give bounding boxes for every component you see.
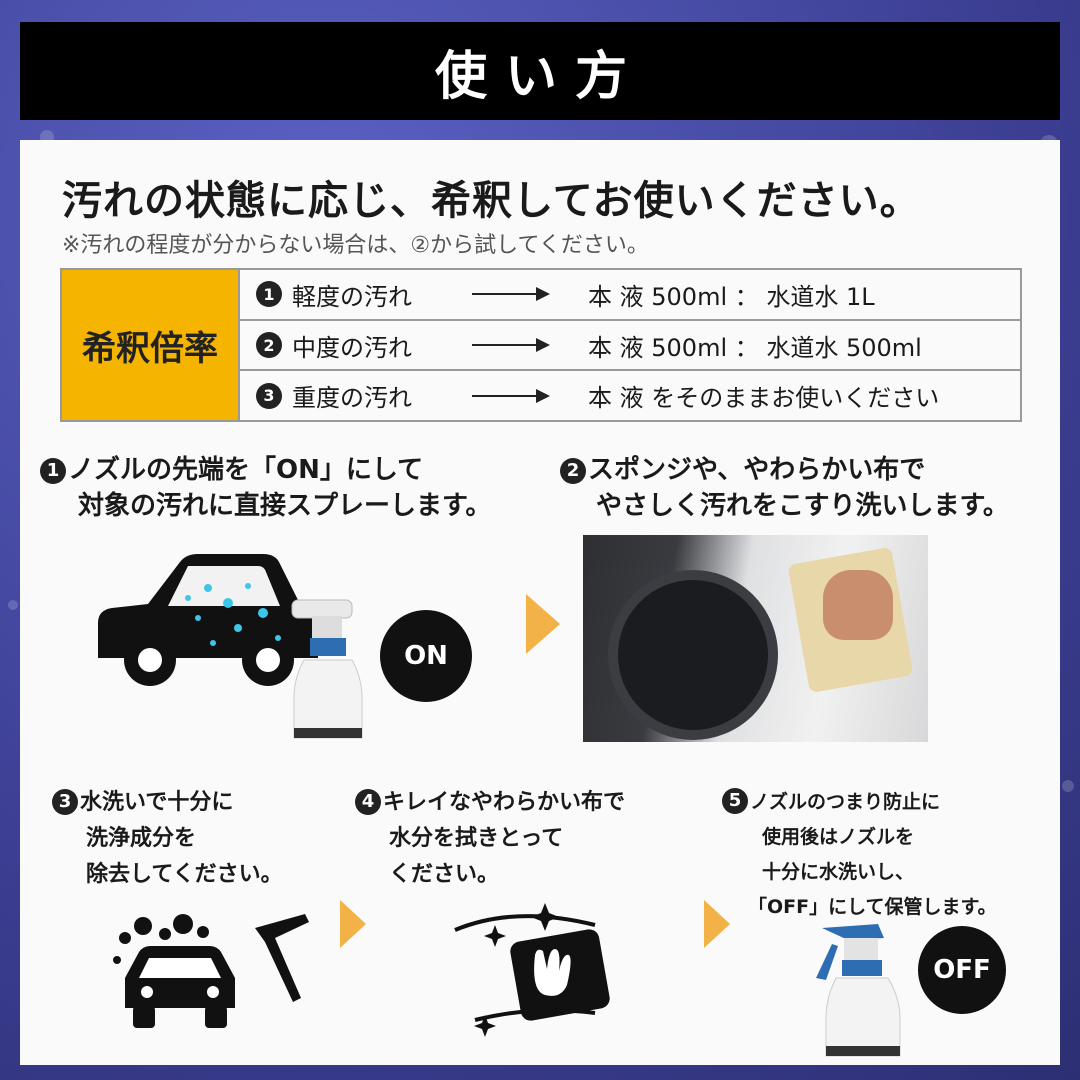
- car-spray-icon: [98, 554, 318, 686]
- arrow-right-icon: [472, 388, 550, 403]
- step-line: 使用後はノズルを: [762, 826, 915, 848]
- step-number: 1: [40, 458, 66, 484]
- intro-title: 汚れの状態に応じ、希釈してお使いください。: [62, 178, 921, 224]
- arrow-right-icon: [472, 338, 550, 352]
- dilution-row: 1 軽度の汚れ 本 液 500ml ： 水道水 1L: [240, 270, 1020, 321]
- dilution-row: 3 重度の汚れ 本 液 をそのままお使いください: [240, 371, 1020, 420]
- next-arrow-icon: [526, 594, 560, 654]
- step-line: 「OFF」にして保管します。: [748, 896, 997, 918]
- step-line: ください。: [389, 862, 500, 887]
- row-level: 重度の汚れ: [292, 384, 412, 413]
- arrow-right-icon: [472, 287, 550, 302]
- spray-bottle-icon: [291, 599, 363, 739]
- step-line: 水分を拭きとって: [389, 826, 564, 851]
- row-value: 本 液 500ml ： 水道水 1L: [588, 282, 875, 311]
- step-number: 2: [560, 458, 586, 484]
- row-number: 1: [256, 281, 282, 308]
- row-value: 本 液 500ml ： 水道水 500ml: [588, 333, 922, 362]
- next-arrow-icon: [704, 900, 730, 948]
- on-badge: ON: [380, 610, 472, 702]
- hand-shape: [823, 570, 893, 640]
- page-title: 使い方: [434, 46, 645, 107]
- step-number: 3: [52, 789, 78, 815]
- dilution-label: 希釈倍率: [62, 270, 240, 420]
- row-value: 本 液 をそのままお使いください: [588, 384, 940, 413]
- step-line: 洗浄成分を: [86, 826, 197, 851]
- step-number: 5: [722, 787, 748, 814]
- step-line: キレイなやわらかい布で: [383, 790, 626, 815]
- step-line: 十分に水洗いし、: [762, 861, 915, 883]
- header-bar: 使い方: [20, 22, 1060, 120]
- wiping-photo: [583, 535, 928, 742]
- step-line: スポンジや、やわらかい布で: [588, 455, 926, 485]
- intro-note: ※汚れの程度が分からない場合は、②から試してください。: [62, 233, 649, 258]
- row-number: 2: [256, 332, 282, 358]
- dilution-table: 希釈倍率 1 軽度の汚れ 本 液 500ml ： 水道水 1L 2 中度の汚れ …: [60, 268, 1022, 422]
- spray-bottle-icon: [816, 924, 901, 1057]
- off-badge: OFF: [918, 926, 1006, 1014]
- row-number: 3: [256, 382, 282, 409]
- step-line: 水洗いで十分に: [80, 790, 234, 815]
- step-line: やさしく汚れをこすり洗いします。: [596, 491, 1009, 521]
- row-level: 軽度の汚れ: [292, 282, 412, 311]
- wipe-cloth-icon: [454, 903, 610, 1037]
- step-line: ノズルの先端を「ON」にして: [68, 455, 424, 485]
- step-line: 対象の汚れに直接スプレーします。: [78, 491, 492, 521]
- step-line: ノズルのつまり防止に: [750, 791, 941, 813]
- next-arrow-icon: [340, 900, 366, 948]
- dilution-row: 2 中度の汚れ 本 液 500ml ： 水道水 500ml: [240, 321, 1020, 372]
- step-line: 除去してください。: [86, 862, 283, 887]
- tire-shape: [608, 570, 778, 740]
- step-number: 4: [355, 789, 381, 815]
- row-level: 中度の汚れ: [292, 333, 412, 362]
- car-wash-icon: [113, 914, 309, 1028]
